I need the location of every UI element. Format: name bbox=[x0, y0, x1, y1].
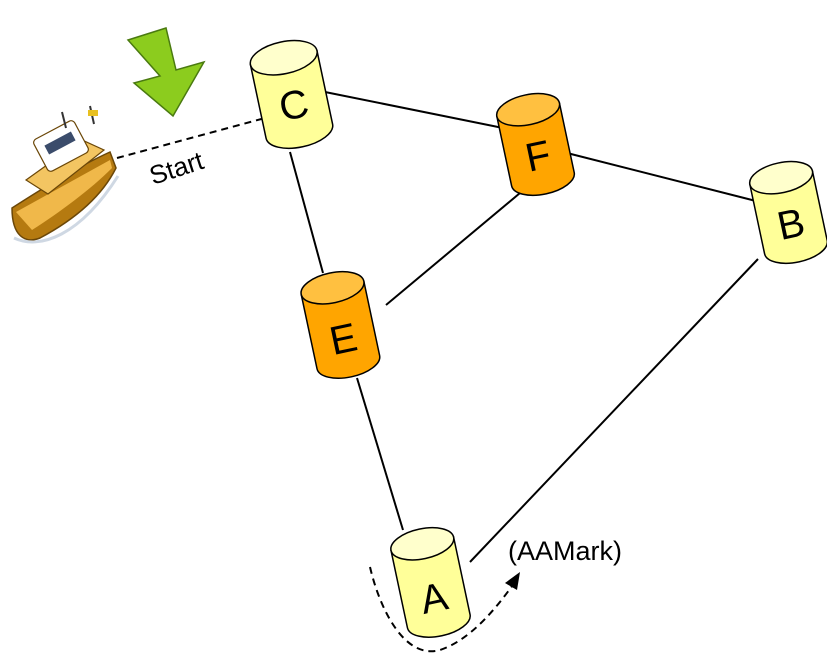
line-e-a bbox=[356, 377, 404, 531]
buoy-b: B bbox=[748, 160, 827, 265]
line-a-b bbox=[469, 258, 759, 563]
buoy-e: E bbox=[300, 270, 381, 379]
buoy-c: C bbox=[249, 39, 334, 150]
buoy-a: A bbox=[390, 526, 471, 638]
mark-label: (AAMark) bbox=[508, 536, 622, 566]
buoy-f: F bbox=[495, 92, 576, 197]
line-f-b bbox=[566, 152, 757, 202]
down-arrow-icon bbox=[126, 27, 206, 118]
mark-rounding-path bbox=[369, 566, 516, 653]
mark-rounding-arrowhead bbox=[505, 572, 520, 590]
line-e-f bbox=[385, 192, 521, 306]
line-c-f bbox=[324, 91, 504, 129]
start-label: Start bbox=[146, 145, 208, 191]
course-lines bbox=[289, 91, 759, 563]
line-c-e bbox=[289, 151, 324, 274]
boat-icon bbox=[11, 105, 120, 244]
start-dashed-line bbox=[116, 117, 266, 159]
